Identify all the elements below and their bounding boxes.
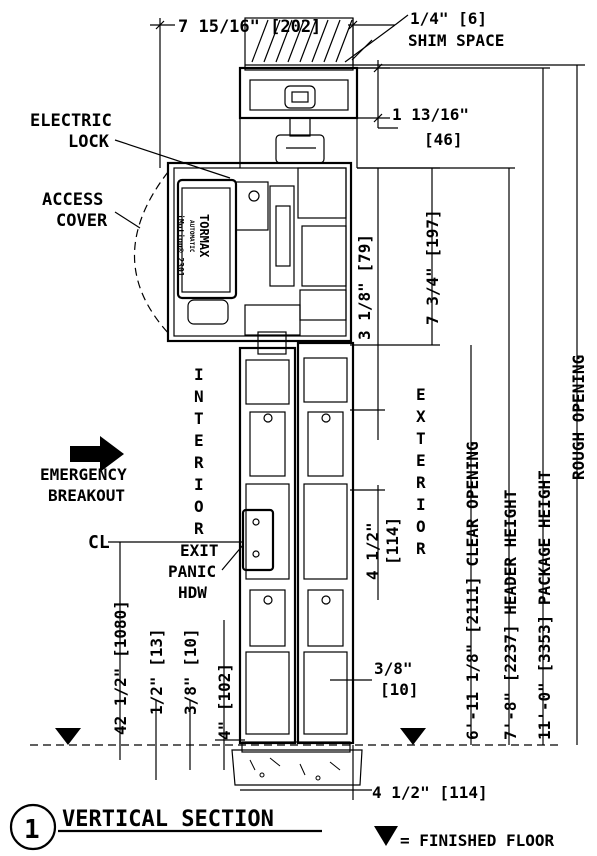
centerline-icon: CL xyxy=(88,532,243,553)
left-dimensions: 42 1/2" [1080] 1/2" [13] 3/8" [10] 4" [1… xyxy=(111,542,245,780)
operator-sub: AUTOMATIC xyxy=(188,220,195,253)
exit-panic-hardware xyxy=(241,508,275,572)
emergency-breakout-callout: EMERGENCY BREAKOUT xyxy=(40,436,127,505)
emergency-line1: EMERGENCY xyxy=(40,465,127,484)
dim-3-8-left: 3/8" [10] xyxy=(181,628,200,715)
finished-floor-triangle-icon xyxy=(55,728,81,745)
svg-text:E: E xyxy=(416,451,426,470)
bottom-dimension: 4 1/2" [114] xyxy=(240,745,488,802)
access-cover-line1: ACCESS xyxy=(42,190,103,210)
svg-text:N: N xyxy=(194,387,204,406)
dim-42: 42 1/2" [1080] xyxy=(111,600,130,735)
emergency-line2: BREAKOUT xyxy=(48,486,125,505)
arrow-right-icon xyxy=(70,436,124,472)
svg-text:R: R xyxy=(416,539,426,558)
svg-text:T: T xyxy=(194,409,204,428)
operator-housing: TORMAX AUTOMATIC iMotion® 2301 xyxy=(166,161,353,355)
svg-text:I: I xyxy=(194,365,204,384)
svg-text:E: E xyxy=(416,385,426,404)
bottom-dim-label: 4 1/2" [114] xyxy=(372,783,488,802)
svg-text:O: O xyxy=(416,517,426,536)
svg-text:HDW: HDW xyxy=(178,583,207,602)
title-text: VERTICAL SECTION xyxy=(62,807,274,832)
electric-lock-callout: ELECTRIC LOCK xyxy=(30,111,231,179)
legend-text: = FINISHED FLOOR xyxy=(400,831,554,850)
svg-text:R: R xyxy=(416,473,426,492)
exterior-label: E X T E R I O R xyxy=(416,385,426,558)
operator-brand: TORMAX xyxy=(197,214,211,258)
door-panel-left xyxy=(238,346,297,745)
dim-4: 4" [102] xyxy=(215,663,234,740)
svg-text:E: E xyxy=(194,431,204,450)
header-top-dimension: 1 13/16" [46] xyxy=(357,60,469,149)
drawing-title: 1 VERTICAL SECTION xyxy=(9,803,322,851)
access-cover-swing-arc xyxy=(133,171,171,336)
dim-3-8-right: 3/8" xyxy=(374,659,413,678)
finished-floor-legend: = FINISHED FLOOR xyxy=(374,826,554,850)
top-width-dimension: 7 15/16" [202] xyxy=(150,17,395,168)
floor-slab xyxy=(30,741,560,786)
operator-model: iMotion® 2301 xyxy=(176,214,186,277)
interior-label: I N T E R I O R xyxy=(194,365,204,538)
svg-text:CL: CL xyxy=(88,532,110,553)
svg-text:O: O xyxy=(194,497,204,516)
svg-text:X: X xyxy=(416,407,426,426)
header-top-dim-label: 1 13/16" xyxy=(392,105,469,124)
rough-opening-label: ROUGH OPENING xyxy=(569,355,588,480)
header-height-label: 7'-8" [2237] HEADER HEIGHT xyxy=(501,490,520,740)
dim-3-8-right-mm: [10] xyxy=(380,680,419,699)
svg-text:EXIT: EXIT xyxy=(180,541,219,560)
shim-space-label: SHIM SPACE xyxy=(408,31,504,50)
svg-text:R: R xyxy=(194,519,204,538)
ceiling-structure xyxy=(244,17,354,71)
shim-size-label: 1/4" [6] xyxy=(410,9,487,28)
clear-opening-label: 6'-11 1/8" [2111] CLEAR OPENING xyxy=(463,441,482,740)
svg-text:R: R xyxy=(194,453,204,472)
dim-1-2: 1/2" [13] xyxy=(147,628,166,715)
finished-floor-triangle-icon xyxy=(374,826,398,846)
title-number-circle xyxy=(9,803,57,851)
finished-floor-triangle-icon xyxy=(400,728,426,745)
svg-text:T: T xyxy=(416,429,426,448)
electric-lock-line2: LOCK xyxy=(68,132,110,152)
shim-dimension: 1/4" [6] SHIM SPACE xyxy=(344,9,504,63)
dim-7-3-4: 7 3/4" [197] xyxy=(423,209,442,325)
dim-4-1-2-a: 4 1/2" xyxy=(363,522,382,580)
exit-panic-callout: EXIT PANIC HDW xyxy=(168,541,244,602)
access-cover-line2: COVER xyxy=(56,211,108,231)
svg-text:PANIC: PANIC xyxy=(168,562,216,581)
right-dimensions: 3 1/8" [79] 7 3/4" [197] 4 1/2" [114] 3/… xyxy=(330,64,588,745)
electric-lock-line1: ELECTRIC xyxy=(30,111,112,131)
svg-text:I: I xyxy=(194,475,204,494)
dim-4-1-2-a-mm: [114] xyxy=(383,517,402,565)
door-panel-right xyxy=(296,341,355,745)
dim-3-1-8: 3 1/8" [79] xyxy=(355,234,374,340)
header-housing xyxy=(238,66,359,164)
svg-text:I: I xyxy=(416,495,426,514)
title-number: 1 xyxy=(24,815,40,845)
header-top-dim-mm: [46] xyxy=(424,130,463,149)
access-cover-callout: ACCESS COVER xyxy=(42,190,141,231)
top-width-label: 7 15/16" [202] xyxy=(178,17,321,37)
package-height-label: 11'-0" [3353] PACKAGE HEIGHT xyxy=(535,470,554,740)
